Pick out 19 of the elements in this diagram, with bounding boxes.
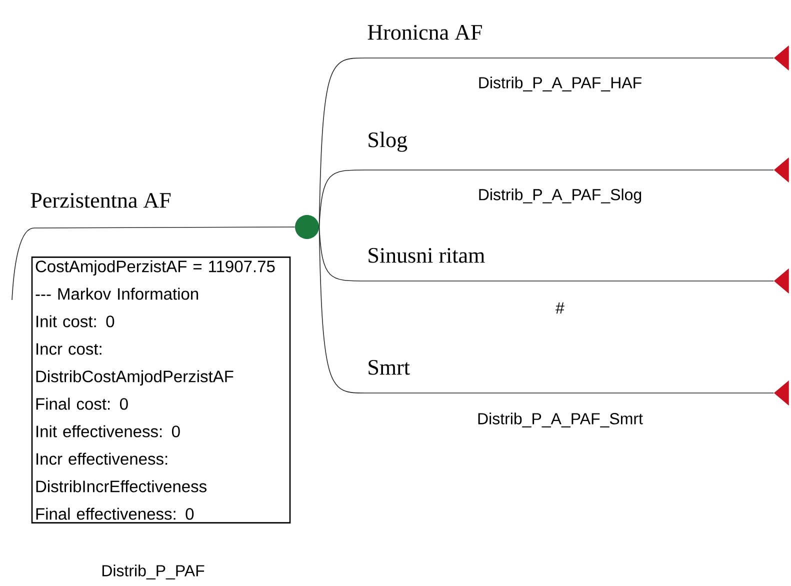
terminal-triangle	[774, 45, 789, 71]
probability-label: Distrib_P_A_PAF_Slog	[479, 188, 642, 204]
decision-circle	[295, 215, 319, 239]
terminal-triangle	[774, 157, 789, 183]
probability-label: Distrib_P_A_PAF_Smrt	[478, 412, 643, 428]
edge-label: Smrt	[368, 360, 410, 375]
text-box: CostAmjodPerzistAF = 11907.75 --- Markov Information Init cost: 0 Incr cost: DistribCostAmjodPerzistAF Final cost: 0 Init effectiveness: 0 Incr effectiveness: DistribIncrEffectiveness Final effectiveness: 0	[31, 256, 291, 524]
branch-line	[12, 226, 296, 300]
branch-line	[318, 226, 774, 394]
edge-label: Hronicna AF	[368, 25, 482, 40]
probability-label: #	[556, 302, 564, 314]
terminal-triangle	[774, 268, 789, 294]
probability-label: Distrib_P_A_PAF_HAF	[479, 76, 642, 92]
edge-label: Slog	[368, 132, 408, 152]
edge-label: Perzistentna AF	[30, 193, 171, 208]
branch-line	[318, 170, 774, 228]
probability-label: Distrib_P_PAF	[102, 564, 204, 580]
terminal-triangle	[774, 380, 789, 406]
edge-label: Sinusni ritam	[368, 248, 485, 263]
